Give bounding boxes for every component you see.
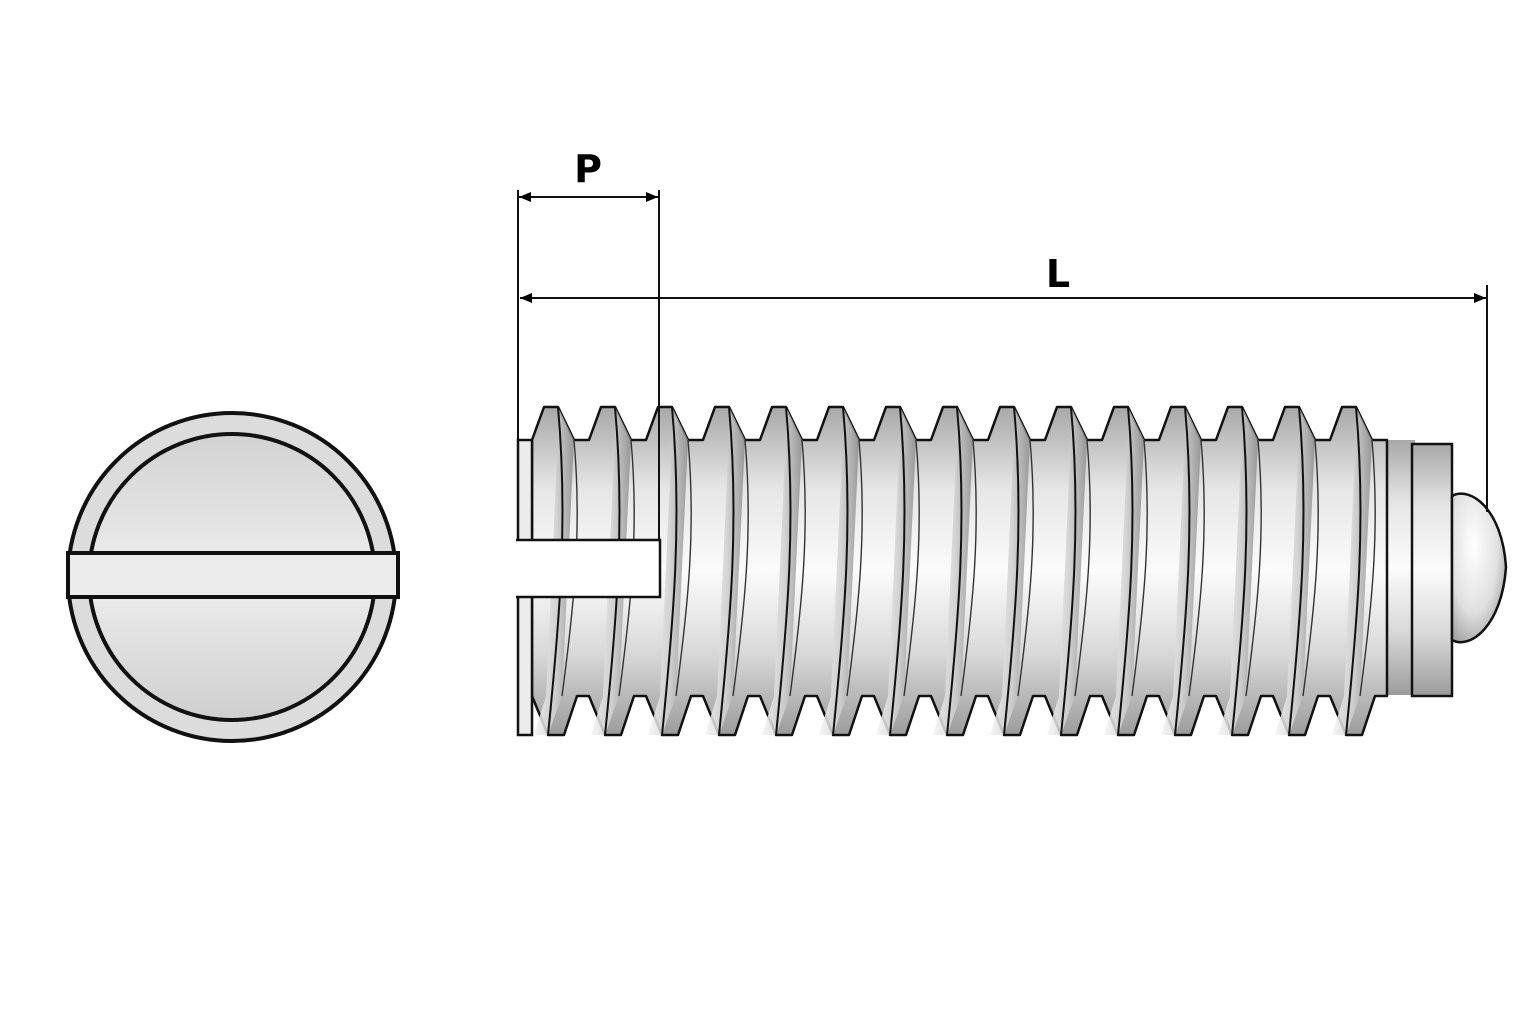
thread-root-line [1017, 439, 1034, 697]
thread-flank [819, 407, 859, 735]
thread-root-line [1245, 439, 1262, 697]
thread-flank [1104, 407, 1144, 735]
thread-crest-line [1003, 406, 1020, 736]
thread-crest-line [1060, 406, 1077, 736]
thread-crest-line [661, 406, 678, 736]
end-view [66, 411, 400, 743]
thread-crest-line [889, 406, 906, 736]
thread-root-line [675, 439, 692, 697]
thread-flank [762, 407, 802, 735]
thread-crest-line [775, 406, 792, 736]
thread-flank [1218, 407, 1258, 735]
ball-tip [1450, 492, 1508, 644]
thread-crest-line [1174, 406, 1191, 736]
thread-crest-line [718, 406, 735, 736]
pitch-label: P [574, 147, 602, 191]
thread-root-line [846, 439, 863, 697]
thread-helix-lines [534, 406, 1376, 736]
thread-crest-line [946, 406, 963, 736]
dimension-length: L [520, 252, 1488, 512]
length-label: L [1046, 252, 1070, 296]
end-view-slot [66, 551, 400, 599]
screw-side-slot [516, 540, 660, 597]
thread-crest-line [1117, 406, 1134, 736]
thread-root-line [1131, 439, 1148, 697]
thread-flank [933, 407, 973, 735]
thread-crest-line [1345, 406, 1362, 736]
ball-collar [1410, 442, 1454, 698]
thread-flank [876, 407, 916, 735]
side-view [516, 405, 1508, 737]
thread-flank [648, 407, 688, 735]
thread-crest-line [1231, 406, 1248, 736]
thread-root-line [903, 439, 920, 697]
thread-flank [1275, 407, 1315, 735]
thread-root-line [789, 439, 806, 697]
thread-flank [1161, 407, 1201, 735]
thread-root-line [732, 439, 749, 697]
thread-flank [990, 407, 1030, 735]
thread-crest-line [832, 406, 849, 736]
thread-root-line [1188, 439, 1205, 697]
thread-crest-line [1288, 406, 1305, 736]
thread-root-line [960, 439, 977, 697]
thread-flank [1047, 407, 1087, 735]
screw-side-slot-outline [516, 538, 662, 599]
thread-flank [705, 407, 745, 735]
thread-root-line [1074, 439, 1091, 697]
thread-root-line [1359, 439, 1376, 697]
thread-flank [1332, 407, 1372, 735]
dimension-pitch: P [517, 147, 660, 540]
thread-root-line [1302, 439, 1319, 697]
